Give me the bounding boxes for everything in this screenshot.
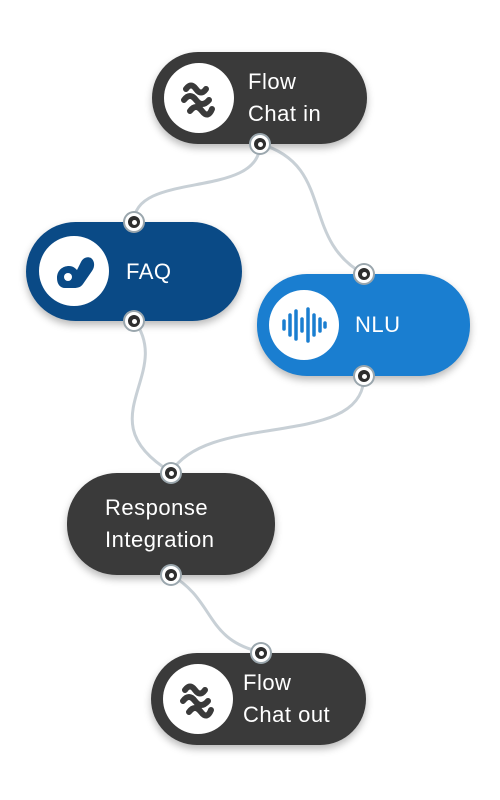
node-response-integration[interactable]: Response Integration (67, 473, 275, 575)
node-flow-chat-out[interactable]: Flow Chat out (151, 653, 366, 745)
node-label: Flow Chat out (243, 667, 330, 731)
output-port-flow-chat-in[interactable] (251, 135, 269, 153)
output-port-faq[interactable] (125, 312, 143, 330)
input-port-nlu[interactable] (355, 265, 373, 283)
node-label: FAQ (126, 259, 172, 284)
node-label-line2: Integration (105, 527, 215, 552)
input-port-flow-chat-out[interactable] (252, 644, 270, 662)
node-label: Flow Chat in (248, 66, 321, 130)
node-label-line2: Chat in (248, 101, 322, 126)
edge-flow-in-to-faq (132, 143, 262, 223)
node-flow-chat-in[interactable]: Flow Chat in (152, 52, 367, 144)
input-port-faq[interactable] (125, 213, 143, 231)
output-port-response-integration[interactable] (162, 566, 180, 584)
edge-nlu-to-response (169, 375, 366, 473)
edge-faq-to-response (130, 319, 172, 474)
faq-logo-icon (39, 236, 109, 306)
input-port-response-integration[interactable] (162, 464, 180, 482)
flow-logo-icon (163, 664, 233, 734)
edge-response-to-flow-out (170, 573, 262, 654)
node-label-line1: Flow (248, 69, 297, 94)
edge-flow-in-to-nlu (259, 142, 365, 276)
node-label: Response Integration (105, 492, 214, 556)
node-label: NLU (355, 312, 401, 337)
output-port-nlu[interactable] (355, 367, 373, 385)
node-label-line1: Response (105, 495, 209, 520)
node-nlu[interactable]: NLU (257, 274, 470, 376)
node-label-line2: Chat out (243, 702, 331, 727)
nlu-soundwave-icon (269, 290, 339, 360)
node-faq[interactable]: FAQ (26, 222, 242, 321)
node-label-line1: Flow (243, 670, 292, 695)
flow-logo-icon (164, 63, 234, 133)
